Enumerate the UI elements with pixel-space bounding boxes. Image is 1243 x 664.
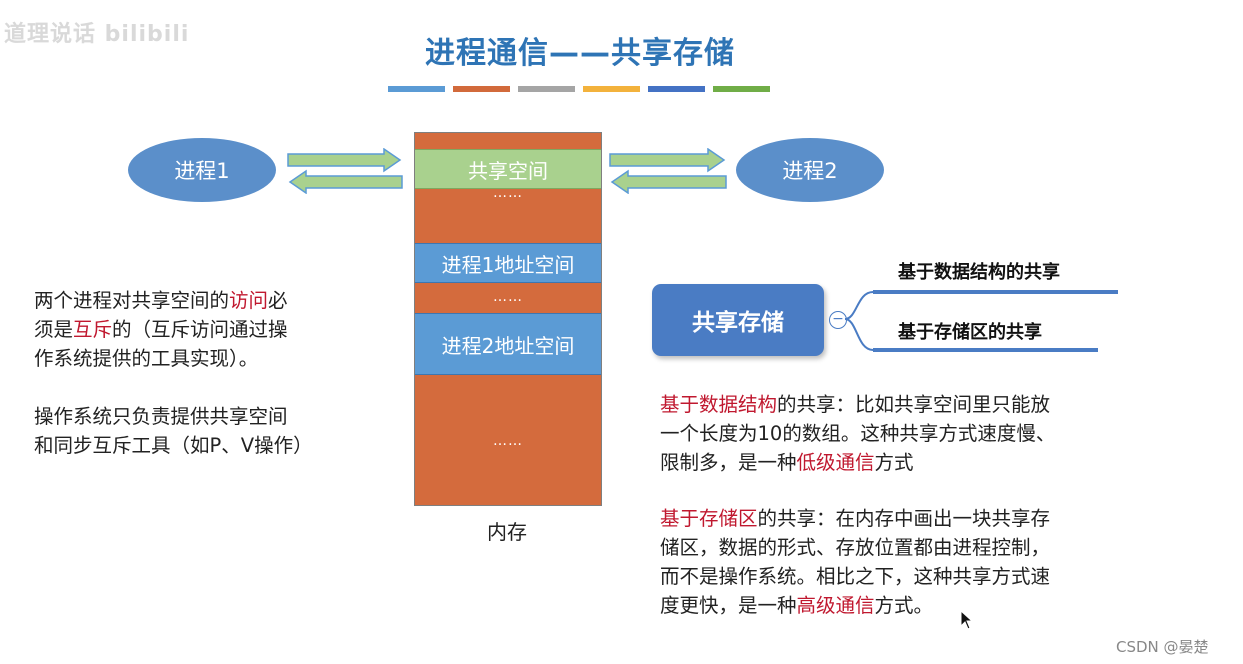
arrow-left-icon xyxy=(288,169,403,194)
mindmap-root: 共享存储 xyxy=(652,284,824,356)
memory-ellipsis: …… xyxy=(493,185,523,201)
note-text: 必 xyxy=(268,289,288,312)
process-1-arrows xyxy=(287,148,403,194)
title-color-bars xyxy=(388,86,770,92)
note-highlight: 基于存储区 xyxy=(660,507,758,530)
shared-space-block: 共享空间 xyxy=(415,149,601,189)
process-1-address-space: 进程1地址空间 xyxy=(415,243,601,283)
bilibili-watermark: 道理说话 bilibili xyxy=(4,22,190,47)
mindmap-branch-data-structure: 基于数据结构的共享 xyxy=(898,262,1060,283)
process-2-node: 进程2 xyxy=(736,138,884,202)
note-text: 一个长度为10的数组。这种共享方式速度慢、 xyxy=(660,422,1056,445)
arrow-left-icon xyxy=(610,169,727,194)
slide-title: 进程通信——共享存储 xyxy=(425,36,735,71)
title-bar-1 xyxy=(388,86,445,92)
process-2-label: 进程2 xyxy=(782,159,838,183)
note-text: 的（互斥访问通过操 xyxy=(112,318,288,341)
memory-ellipsis: …… xyxy=(493,289,523,305)
mindmap-branch-storage-area: 基于存储区的共享 xyxy=(898,322,1042,343)
title-bar-6 xyxy=(713,86,770,92)
memory-ellipsis: …… xyxy=(493,433,523,449)
note-text: 而不是操作系统。相比之下，这种共享方式速 xyxy=(660,565,1051,588)
left-note-2: 操作系统只负责提供共享空间 和同步互斥工具（如P、V操作） xyxy=(34,402,394,460)
note-text: 的共享：在内存中画出一块共享存 xyxy=(757,507,1051,530)
shared-space-label: 共享空间 xyxy=(468,158,548,183)
note-text: 作系统提供的工具实现）。 xyxy=(34,347,259,370)
mouse-cursor-icon xyxy=(960,610,974,630)
note-highlight: 低级通信 xyxy=(796,451,875,474)
arrow-right-icon xyxy=(287,148,402,173)
note-text: 方式。 xyxy=(874,594,934,617)
process-1-address-label: 进程1地址空间 xyxy=(441,252,575,277)
branch-connector xyxy=(845,318,874,351)
mindmap-connectors xyxy=(845,290,1118,352)
note-highlight: 基于数据结构 xyxy=(660,393,778,416)
note-text: 方式 xyxy=(874,451,914,474)
note-text: 须是 xyxy=(34,318,74,341)
arrow-right-icon xyxy=(609,148,726,173)
process-1-label: 进程1 xyxy=(174,159,230,183)
note-text: 的共享：比如共享空间里只能放 xyxy=(777,393,1051,416)
title-bar-3 xyxy=(518,86,575,92)
memory-column: 共享空间 …… 进程1地址空间 …… 进程2地址空间 …… xyxy=(414,132,602,506)
memory-label: 内存 xyxy=(487,520,527,544)
right-note-1: 基于数据结构的共享：比如共享空间里只能放 一个长度为10的数组。这种共享方式速度… xyxy=(660,390,1180,477)
title-bar-4 xyxy=(583,86,640,92)
note-text: 操作系统只负责提供共享空间 xyxy=(34,405,288,428)
note-text: 限制多，是一种 xyxy=(660,451,797,474)
title-bar-5 xyxy=(648,86,705,92)
process-2-address-label: 进程2地址空间 xyxy=(441,333,575,358)
process-2-address-space: 进程2地址空间 xyxy=(415,313,601,375)
note-text: 度更快，是一种 xyxy=(660,594,797,617)
note-highlight: 互斥 xyxy=(73,318,113,341)
note-text: 储区，数据的形式、存放位置都由进程控制， xyxy=(660,536,1051,559)
csdn-credit: CSDN @晏楚 xyxy=(1116,638,1209,656)
left-note-1: 两个进程对共享空间的访问必 须是互斥的（互斥访问通过操 作系统提供的工具实现）。 xyxy=(34,286,374,373)
note-text: 两个进程对共享空间的 xyxy=(34,289,230,312)
mindmap-root-label: 共享存储 xyxy=(692,310,784,336)
branch-connector xyxy=(845,291,874,320)
right-note-2: 基于存储区的共享：在内存中画出一块共享存 储区，数据的形式、存放位置都由进程控制… xyxy=(660,504,1180,620)
note-highlight: 高级通信 xyxy=(796,594,875,617)
note-highlight: 访问 xyxy=(229,289,269,312)
title-bar-2 xyxy=(453,86,510,92)
note-text: 和同步互斥工具（如P、V操作） xyxy=(34,434,313,457)
process-2-arrows xyxy=(609,148,727,194)
process-1-node: 进程1 xyxy=(128,138,276,202)
